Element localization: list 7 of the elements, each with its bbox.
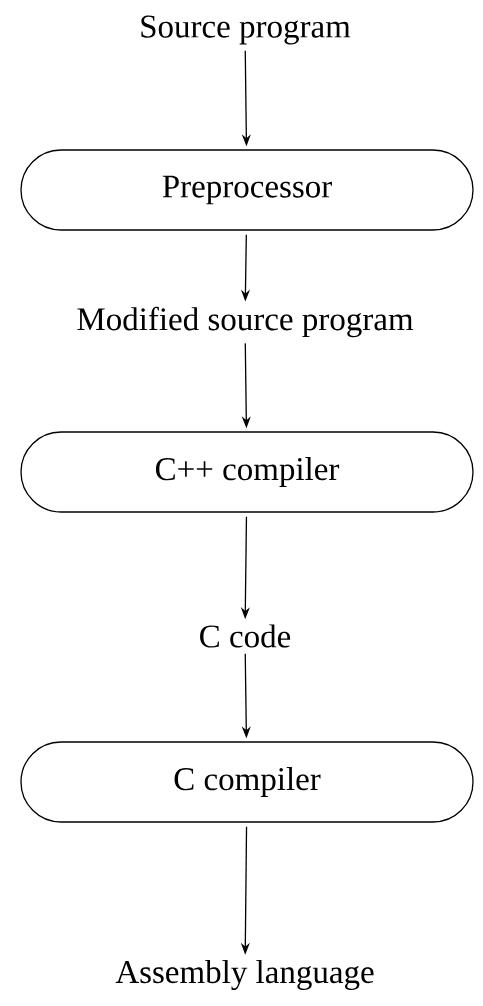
data-label: C code: [200, 624, 291, 648]
process-box: Preprocessor: [20, 149, 474, 231]
data-label: Assembly language: [115, 960, 374, 990]
data-label: Source program: [141, 15, 351, 45]
data-label: Modified source program: [77, 306, 414, 338]
process-box: C compiler: [20, 741, 474, 823]
process-box: C++ compiler: [20, 431, 474, 513]
